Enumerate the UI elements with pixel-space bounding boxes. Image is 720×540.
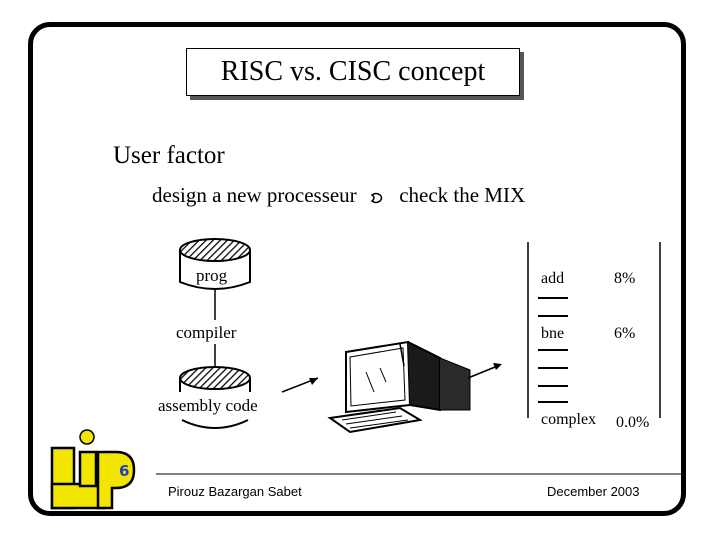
arrow-right-icon — [370, 189, 386, 207]
mix-row-pct: 0.0% — [616, 414, 650, 431]
assembly-disk-icon — [179, 366, 251, 429]
assembly-label: assembly code — [158, 396, 258, 415]
lip6-logo: 6 — [50, 429, 136, 510]
compiler-label: compiler — [176, 323, 237, 342]
page-title-text: RISC vs. CISC concept — [220, 56, 486, 87]
mix-placeholder-dashes — [538, 297, 568, 403]
slide-frame — [28, 22, 686, 516]
footer-author: Pirouz Bazargan Sabet — [168, 484, 302, 499]
arrow-right-icon — [281, 377, 319, 393]
page-title: RISC vs. CISC concept — [186, 48, 520, 96]
subline: design a new processeur check the MIX — [152, 183, 525, 208]
subline-left: design a new processeur — [152, 183, 357, 207]
footer-date: December 2003 — [547, 484, 640, 499]
prog-label: prog — [196, 266, 228, 285]
mix-row-name: complex — [541, 411, 597, 428]
mix-row-pct: 6% — [614, 325, 636, 342]
section-heading: User factor — [113, 142, 225, 169]
svg-text:6: 6 — [119, 462, 129, 480]
mix-row-name: bne — [541, 325, 565, 342]
subline-right: check the MIX — [399, 183, 526, 207]
computer-icon — [327, 340, 471, 434]
arrow-right-icon — [467, 363, 502, 379]
mix-row-name: add — [541, 270, 565, 287]
prog-disk-icon — [179, 238, 251, 290]
mix-row-pct: 8% — [614, 270, 636, 287]
